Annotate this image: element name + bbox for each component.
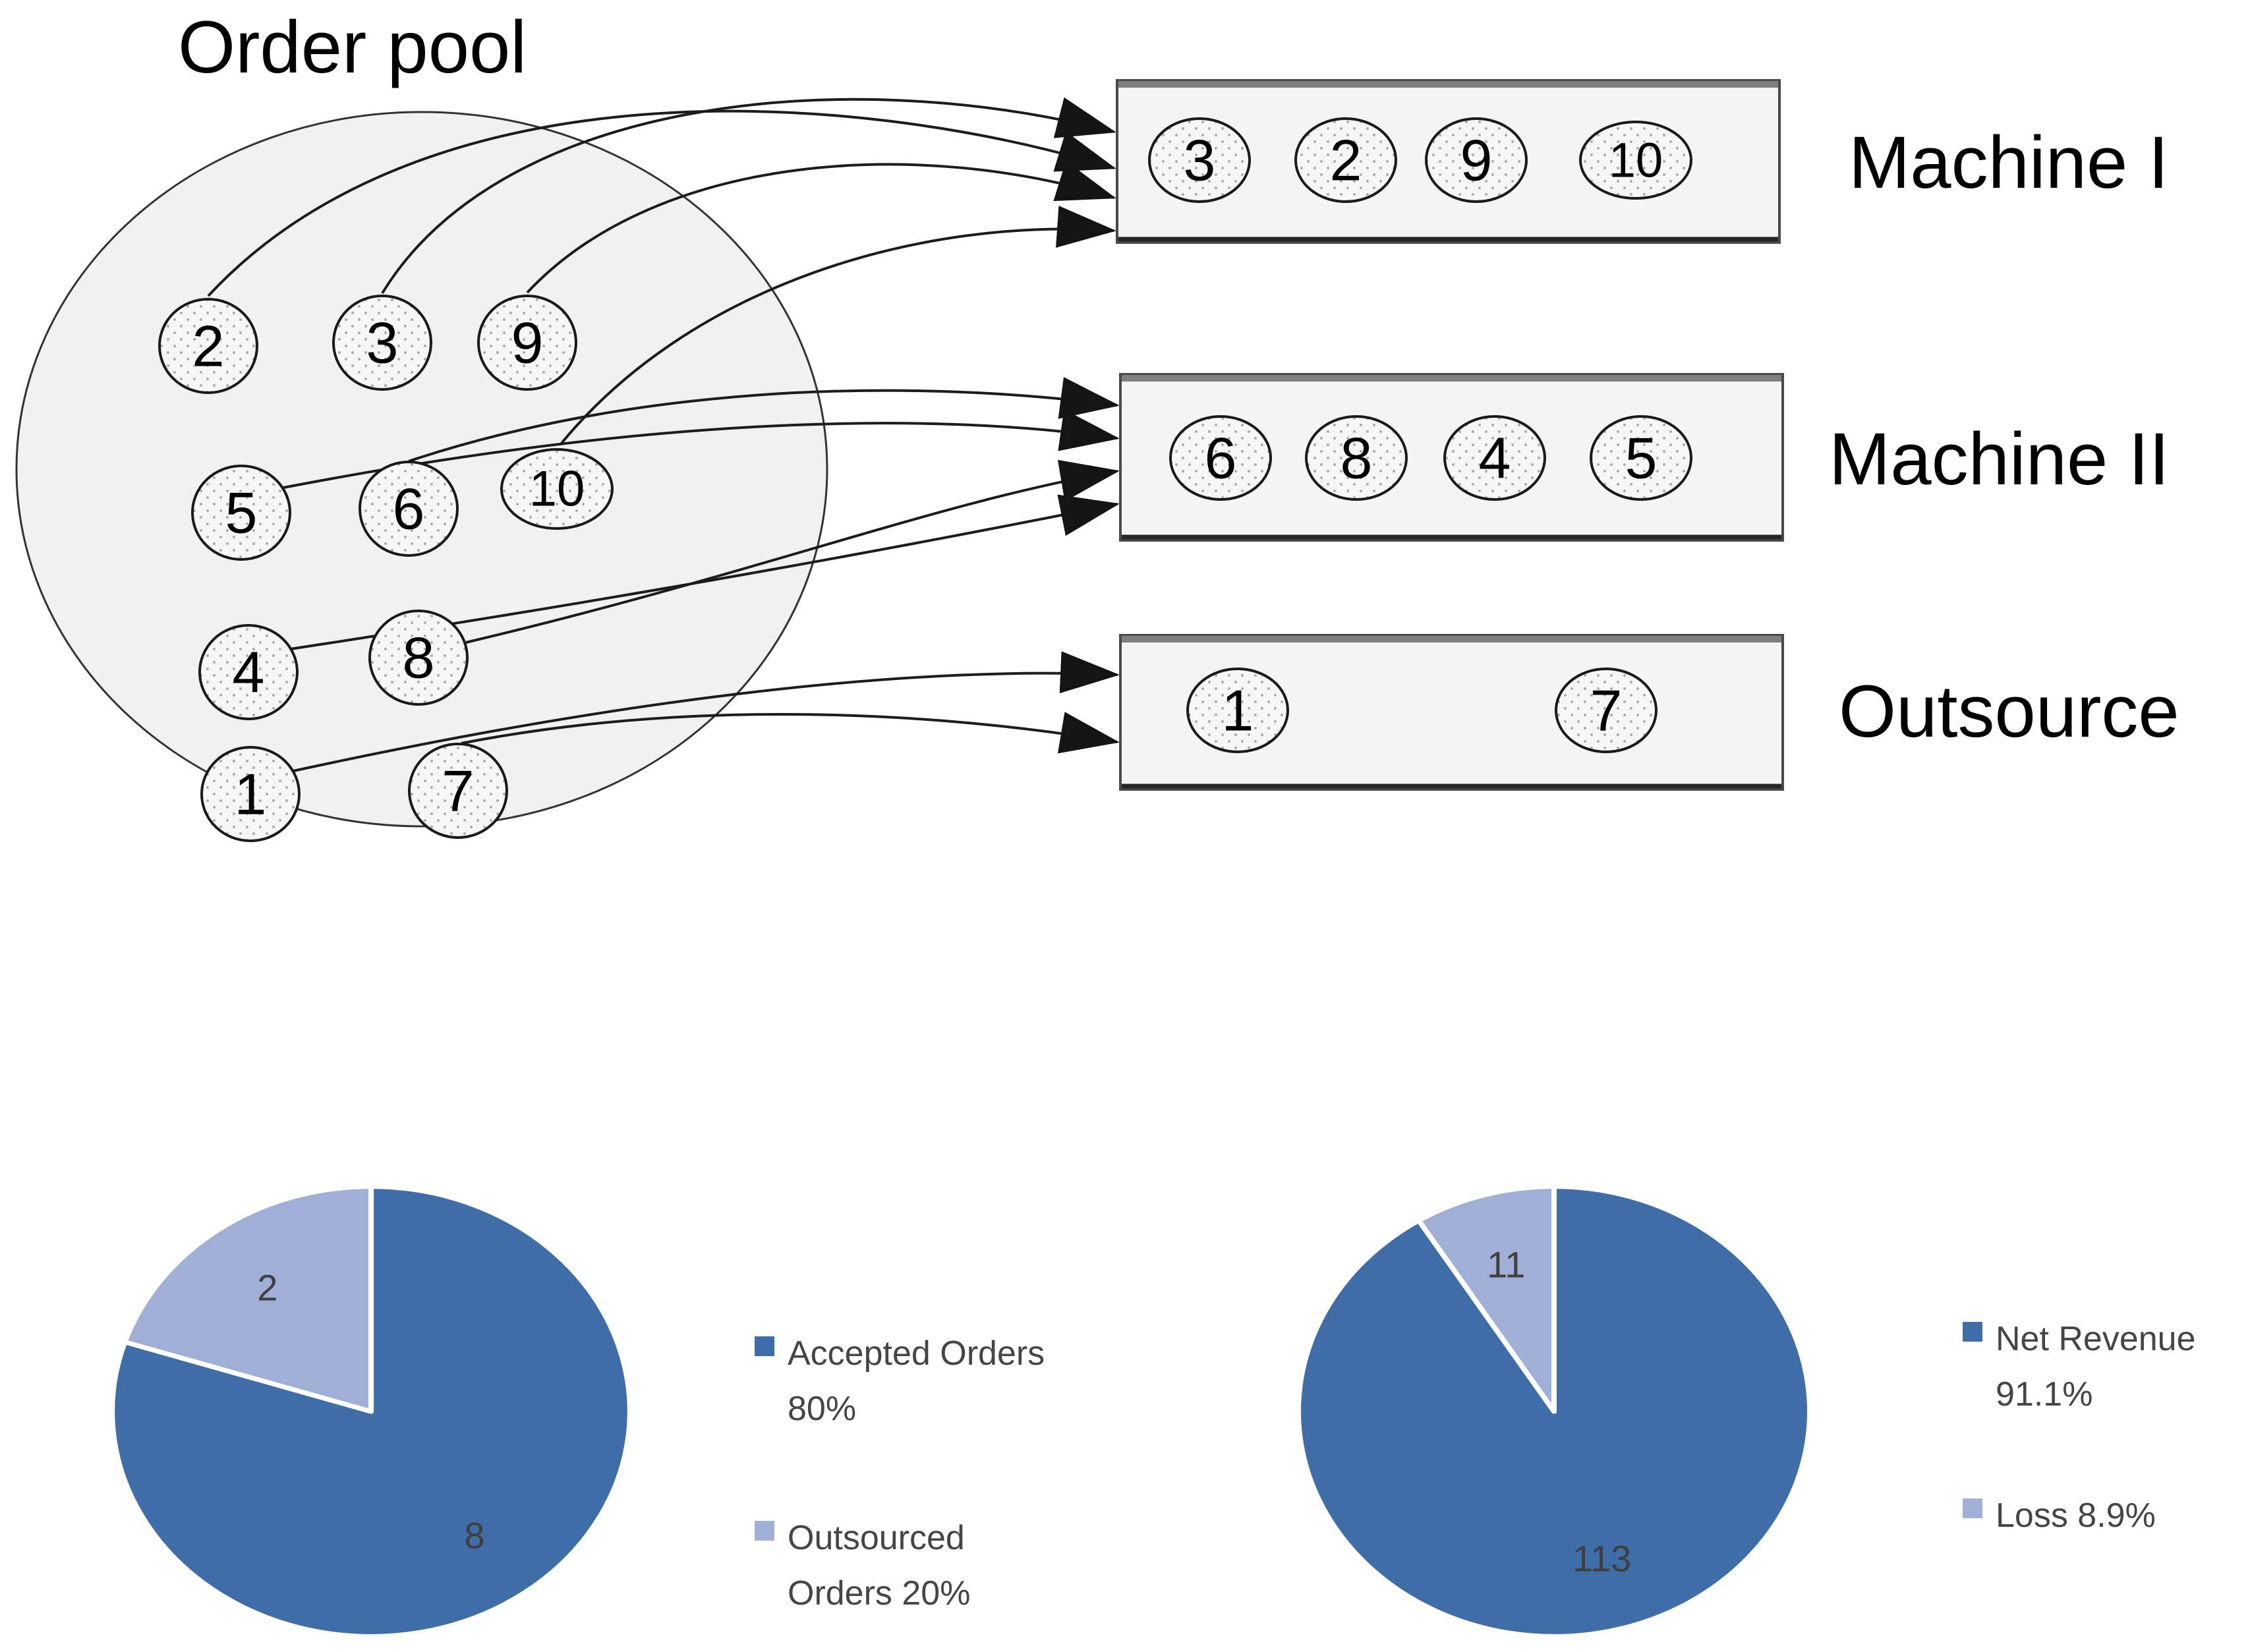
machine1-order-circle xyxy=(1294,117,1397,203)
arrow-order10-to-machine1 xyxy=(559,206,1116,446)
machine2-label: Machine II xyxy=(1829,418,2170,500)
pool-order-1-label: 1 xyxy=(235,762,267,827)
pool-order-4: 4 xyxy=(198,624,299,720)
machine2-order-circle xyxy=(1590,415,1692,501)
legend-label-outsourced-orders: Outsourced Orders 20% xyxy=(788,1519,971,1613)
pie-slice-loss xyxy=(1416,1184,1557,1414)
machine1-order-label: 10 xyxy=(1609,133,1663,188)
legend-marker-loss xyxy=(1963,1498,1982,1518)
machine1-order-label: 9 xyxy=(1460,128,1493,193)
outsource-order-label: 1 xyxy=(1222,678,1254,743)
order-pool-circles: 2 3 9 5 6 10 4 xyxy=(158,295,614,842)
pool-order-5-label: 5 xyxy=(225,480,258,546)
arrow-order1-to-outsource xyxy=(293,651,1120,772)
legend-marker-accepted-orders xyxy=(755,1336,774,1356)
machine2-order-label: 5 xyxy=(1625,426,1658,491)
legend-marker-net-revenue xyxy=(1963,1322,1982,1342)
pool-order-8-label: 8 xyxy=(403,625,435,691)
pool-order-10-label: 10 xyxy=(529,461,585,517)
machine2-box: 6 8 4 5 Machine II xyxy=(1119,373,2170,542)
outsource-box: 1 7 Outsource xyxy=(1119,634,2179,791)
pool-order-7: 7 xyxy=(408,743,508,839)
arrow-order8-to-machine2 xyxy=(465,459,1120,644)
legend-label-net-revenue: Net Revenue 91.1% xyxy=(1996,1320,2196,1414)
legend-item-net-revenue: Net Revenue 91.1% xyxy=(1963,1311,2250,1422)
machine1-order-circle xyxy=(1579,121,1692,200)
machine2-order-circle xyxy=(1169,415,1272,501)
machine1-box: 3 2 9 10 Machine I xyxy=(1116,79,2169,244)
pie-svg xyxy=(109,1184,633,1639)
arrow-order3-to-machine1 xyxy=(381,97,1116,295)
pool-order-1: 1 xyxy=(200,746,301,842)
machine1-order-label: 3 xyxy=(1184,128,1216,193)
pie-data-label: 113 xyxy=(1572,1537,1632,1580)
legend-label-accepted-orders: Accepted Orders 80% xyxy=(788,1334,1045,1429)
pool-order-2-label: 2 xyxy=(192,314,225,379)
order-assignment-diagram: Order pool 2 3 xyxy=(15,6,2179,842)
legend-item-loss: Loss 8.9% xyxy=(1963,1488,2250,1543)
pie-slice-outsourced-orders xyxy=(122,1184,374,1414)
pie-data-label: 2 xyxy=(257,1267,278,1309)
pie-svg xyxy=(1296,1184,1812,1639)
arrow-order9-to-machine1 xyxy=(526,160,1116,294)
outsource-label: Outsource xyxy=(1839,670,2179,753)
pool-order-2: 2 xyxy=(158,298,258,394)
machine1-order-label: 2 xyxy=(1330,128,1362,193)
machine1-order-circle xyxy=(1425,117,1528,203)
pool-order-3: 3 xyxy=(332,295,432,391)
order-pool-title: Order pool xyxy=(178,6,527,88)
outsource-order-circle xyxy=(1555,668,1658,753)
machine2-order-circle xyxy=(1305,415,1408,501)
machine1-order-circle xyxy=(1148,117,1251,203)
pie-chart-revenue: 113 11 xyxy=(1290,1180,1818,1643)
arrow-order6-to-machine2 xyxy=(408,377,1120,463)
outsource-order-label: 7 xyxy=(1590,678,1623,743)
pool-order-8: 8 xyxy=(368,610,469,706)
pool-order-5: 5 xyxy=(191,465,291,561)
pie-data-label: 11 xyxy=(1487,1243,1526,1286)
arrow-order7-to-outsource xyxy=(461,712,1120,754)
pool-order-10: 10 xyxy=(500,448,614,530)
legend-item-accepted-orders: Accepted Orders 80% xyxy=(755,1326,1078,1437)
machine2-order-circle xyxy=(1443,415,1546,501)
machine2-order-label: 8 xyxy=(1341,426,1373,491)
machine2-order-label: 4 xyxy=(1479,426,1511,491)
legend-marker-outsourced-orders xyxy=(755,1521,774,1541)
pool-order-6-label: 6 xyxy=(393,476,425,542)
pool-order-9-label: 9 xyxy=(511,310,544,376)
legend-label-loss: Loss 8.9% xyxy=(1996,1496,2156,1535)
pie-data-label: 8 xyxy=(464,1514,485,1556)
arrow-order5-to-machine2 xyxy=(283,409,1120,489)
machine2-order-label: 6 xyxy=(1205,426,1237,491)
pool-order-9: 9 xyxy=(477,295,577,391)
pool-order-4-label: 4 xyxy=(233,640,265,705)
legend-item-outsourced-orders: Outsourced Orders 20% xyxy=(755,1510,1078,1621)
pool-order-6: 6 xyxy=(359,461,459,557)
pool-order-7-label: 7 xyxy=(442,758,475,824)
pool-order-3-label: 3 xyxy=(366,310,399,376)
arrow-order2-to-machine1 xyxy=(207,109,1116,297)
machine1-label: Machine I xyxy=(1849,121,2169,204)
outsource-order-circle xyxy=(1186,668,1289,753)
